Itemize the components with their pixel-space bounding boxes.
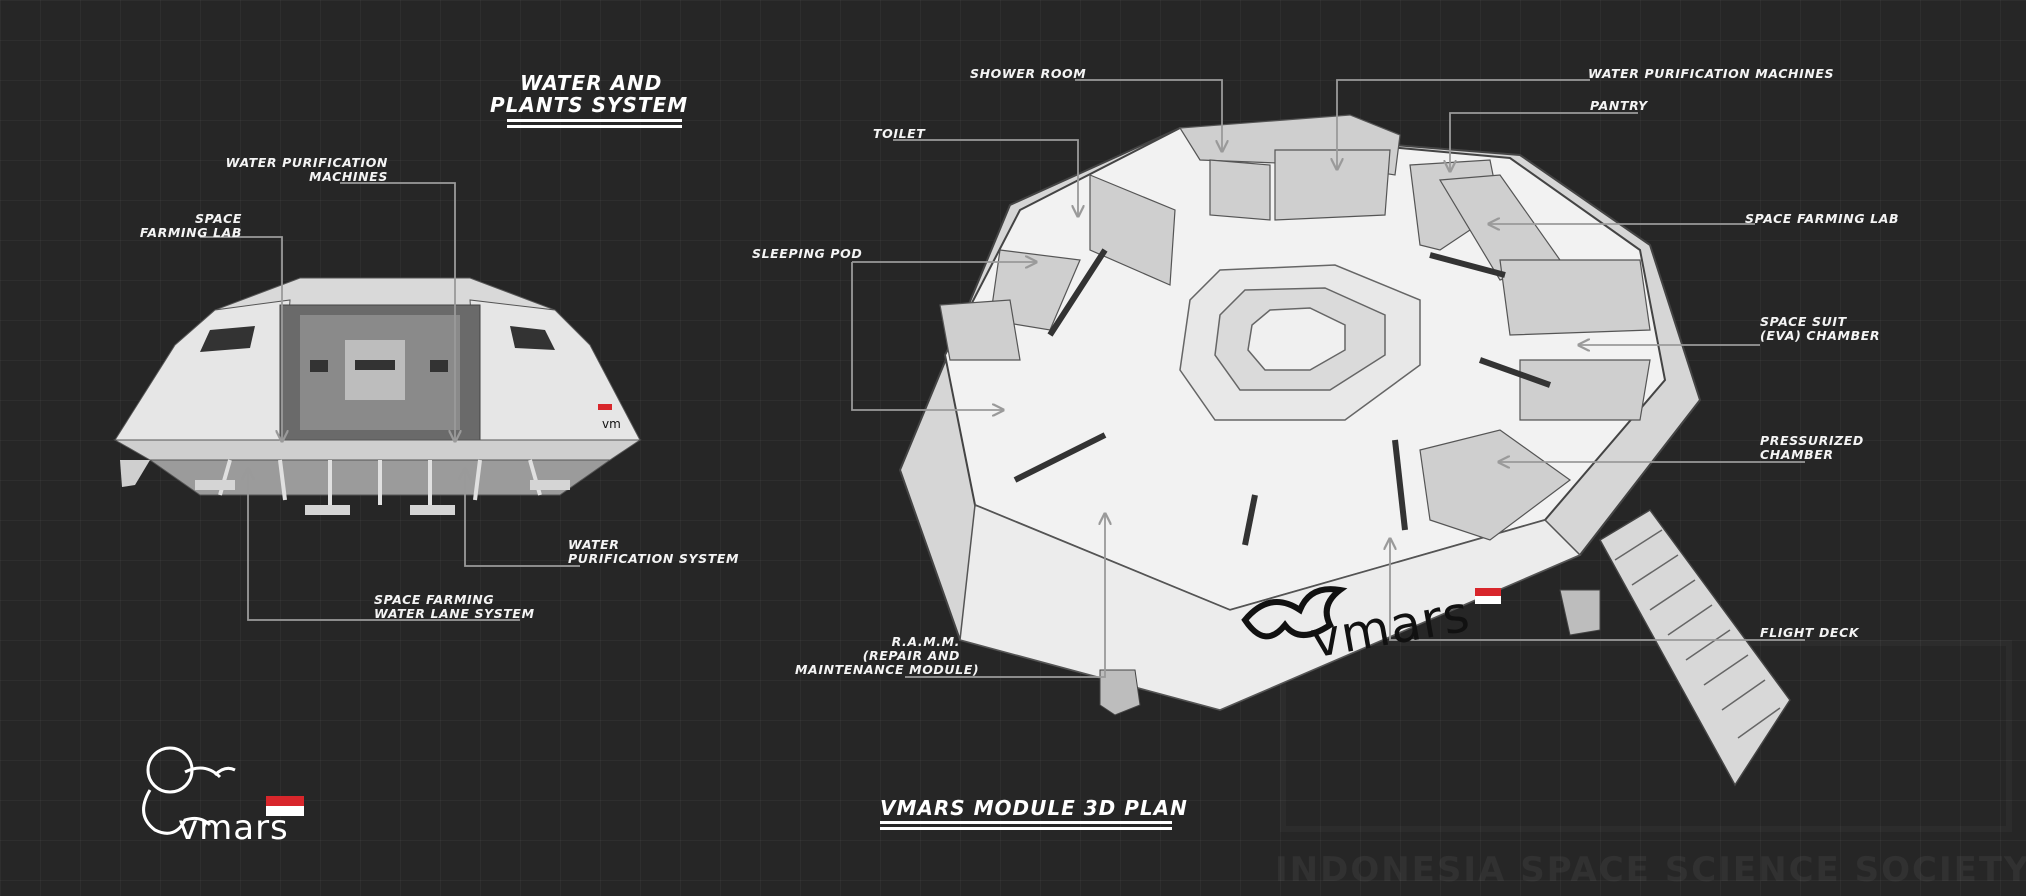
water-plants-underline-1 (507, 119, 682, 122)
flag-white (266, 806, 304, 816)
svg-text:vm: vm (602, 417, 621, 431)
label-toilet: Toilet (873, 126, 926, 141)
plan-view-module (898, 114, 1791, 787)
label-pressurized-chamber: Pressurized Chamber (1760, 433, 1864, 462)
label-water-purification-machines-left: Water Purification Machines (225, 155, 388, 184)
label-pantry: Pantry (1590, 98, 1648, 113)
plan-view-leaders (851, 79, 1805, 678)
vmars-mascot (142, 746, 236, 835)
label-flight-deck: Flight Deck (1760, 625, 1860, 640)
label-ramm: R.A.M.M. (Repair and Maintenance Module) (795, 634, 980, 677)
plan-title-underline-1 (880, 821, 1172, 824)
label-space-suit-chamber: Space Suit (EVA) Chamber (1760, 314, 1881, 343)
label-water-purification-system: Water Purification System (568, 537, 740, 566)
label-sleeping-pod: Sleeping Pod (752, 246, 863, 261)
vmars-module-3d-plan-title: VMARS Module 3D Plan (880, 796, 1188, 820)
label-shower-room: Shower Room (970, 66, 1087, 81)
label-space-farming-lab: Space Farming Lab (1745, 211, 1900, 226)
label-space-farming-water-lane: Space Farming Water Lane System (374, 592, 535, 621)
watermark-text: INDONESIA SPACE SCIENCE SOCIETY (1275, 850, 2026, 890)
label-water-purification-machines: Water Purification Machines (1588, 66, 1835, 81)
water-plants-title-line2: Plants System (490, 93, 689, 117)
plan-title-underline-2 (880, 827, 1172, 830)
side-view-leaders (200, 182, 580, 621)
side-view-module: vm (113, 277, 642, 515)
water-plants-underline-2 (507, 125, 682, 128)
flag-red (266, 796, 304, 806)
water-plants-title-line1: Water and (520, 71, 663, 95)
vmars-logo-text: vmars (178, 808, 289, 848)
label-space-farming-lab-left: Space Farming Lab (139, 211, 242, 240)
